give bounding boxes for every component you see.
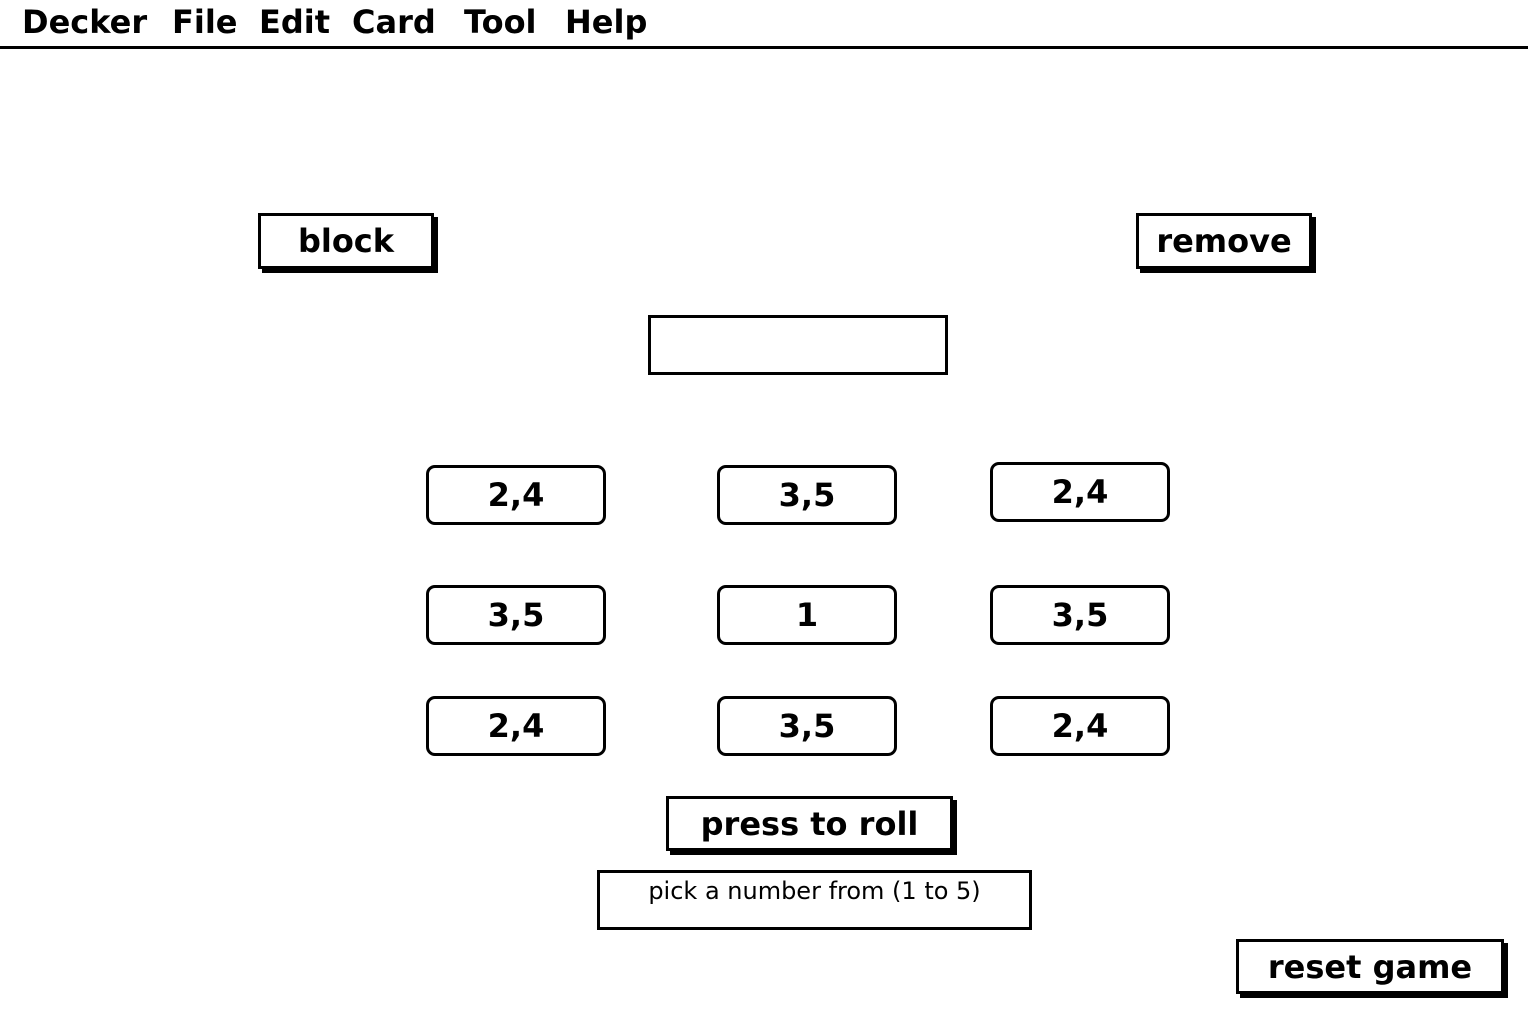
menu-help[interactable]: Help xyxy=(565,3,648,41)
menu-tool[interactable]: Tool xyxy=(464,3,537,41)
menu-card[interactable]: Card xyxy=(352,3,436,41)
remove-button[interactable]: remove xyxy=(1136,213,1312,269)
grid-cell-r3c3[interactable]: 2,4 xyxy=(990,696,1170,756)
grid-cell-r3c2[interactable]: 3,5 xyxy=(717,696,897,756)
grid-cell-r3c1[interactable]: 2,4 xyxy=(426,696,606,756)
reset-game-button[interactable]: reset game xyxy=(1236,939,1504,994)
roll-button[interactable]: press to roll xyxy=(666,796,953,851)
menu-file[interactable]: File xyxy=(172,3,238,41)
grid-cell-r2c3[interactable]: 3,5 xyxy=(990,585,1170,645)
menu-edit[interactable]: Edit xyxy=(259,3,331,41)
result-field[interactable] xyxy=(648,315,948,375)
grid-cell-r2c1[interactable]: 3,5 xyxy=(426,585,606,645)
grid-cell-r1c1[interactable]: 2,4 xyxy=(426,465,606,525)
menu-bar: Decker File Edit Card Tool Help xyxy=(0,0,1528,49)
block-button[interactable]: block xyxy=(258,213,434,269)
prompt-field[interactable]: pick a number from (1 to 5) xyxy=(597,870,1032,930)
grid-cell-r1c2[interactable]: 3,5 xyxy=(717,465,897,525)
grid-cell-r2c2[interactable]: 1 xyxy=(717,585,897,645)
grid-cell-r1c3[interactable]: 2,4 xyxy=(990,462,1170,522)
menu-decker[interactable]: Decker xyxy=(22,3,148,41)
